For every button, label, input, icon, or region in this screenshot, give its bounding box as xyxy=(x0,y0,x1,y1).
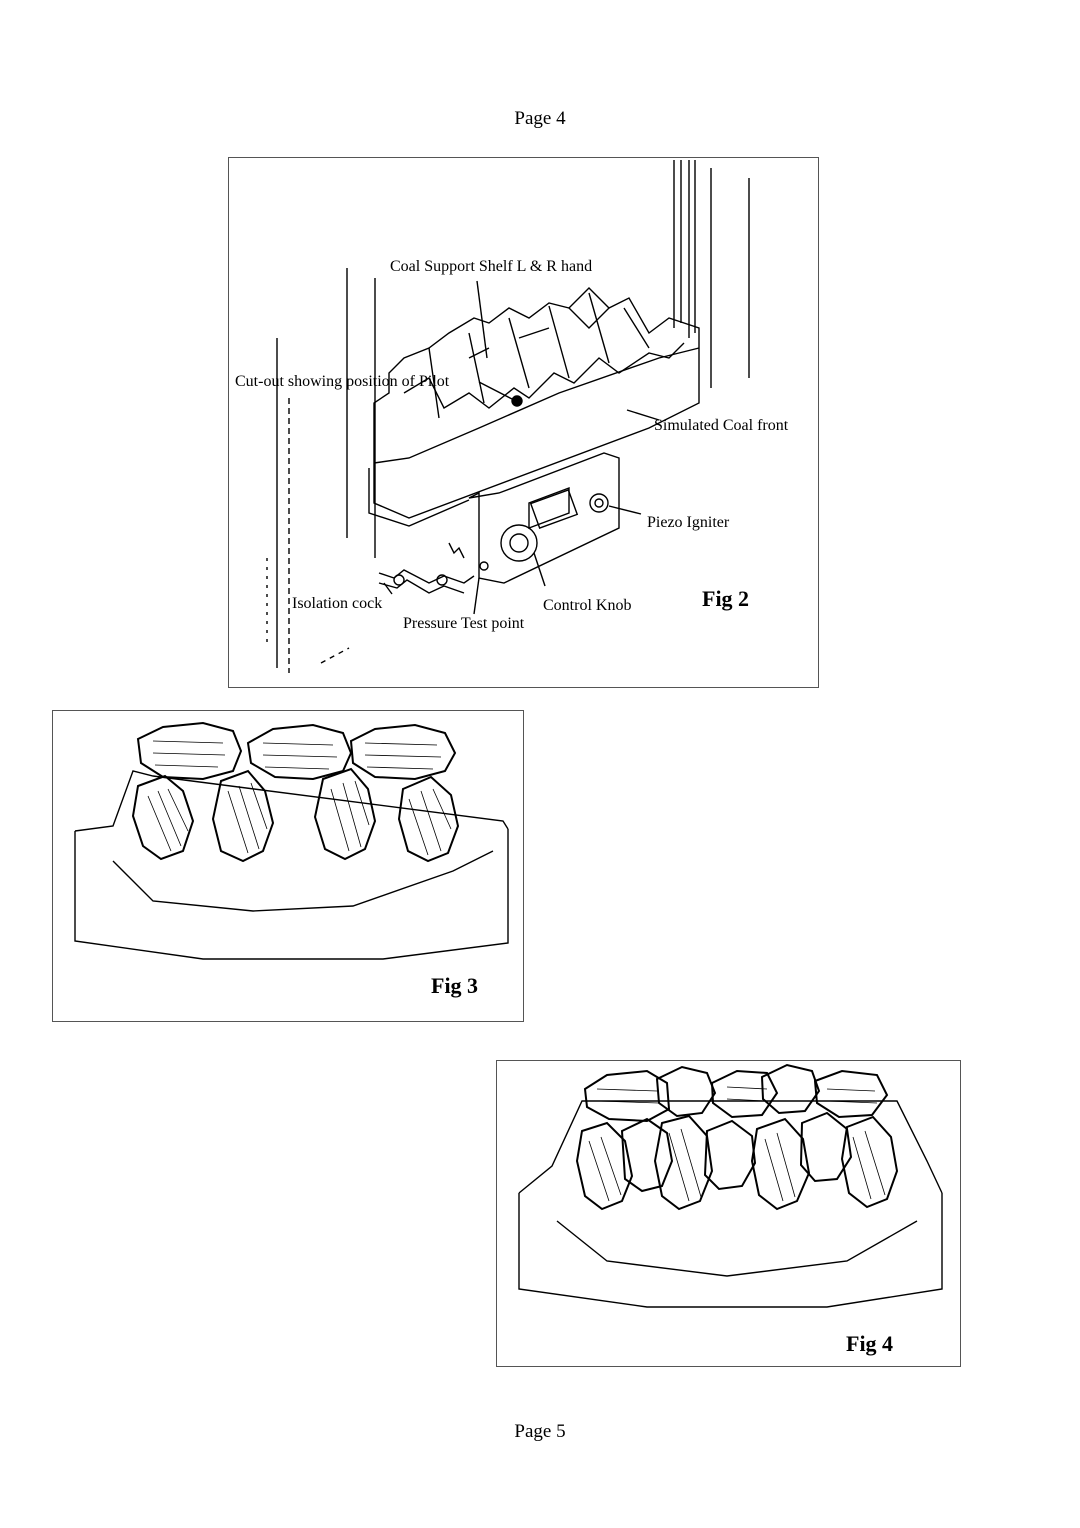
coal-layout-drawing-4 xyxy=(518,1063,943,1308)
figure-4: Fig 4 xyxy=(496,1060,961,1367)
coal-layout-drawing-3 xyxy=(74,721,509,960)
label-control-knob: Control Knob xyxy=(543,597,632,614)
page-number-top: Page 4 xyxy=(514,108,566,129)
fire-assembly-drawing xyxy=(266,160,750,673)
figure-3-caption: Fig 3 xyxy=(431,973,479,998)
label-simulated-coal-front: Simulated Coal front xyxy=(654,417,789,434)
figure-2-caption: Fig 2 xyxy=(702,586,750,611)
label-coal-support-shelf: Coal Support Shelf L & R hand xyxy=(390,258,593,275)
figure-2: Coal Support Shelf L & R hand Cut-out sh… xyxy=(228,157,819,688)
label-pressure-test-point: Pressure Test point xyxy=(403,615,525,632)
label-piezo-igniter: Piezo Igniter xyxy=(647,514,730,531)
figure-3: Fig 3 xyxy=(52,710,524,1022)
label-isolation-cock: Isolation cock xyxy=(292,595,383,612)
figure-4-caption: Fig 4 xyxy=(846,1331,894,1356)
label-cutout-pilot: Cut-out showing position of Pilot xyxy=(235,373,450,390)
page-number-bottom: Page 5 xyxy=(514,1421,566,1442)
